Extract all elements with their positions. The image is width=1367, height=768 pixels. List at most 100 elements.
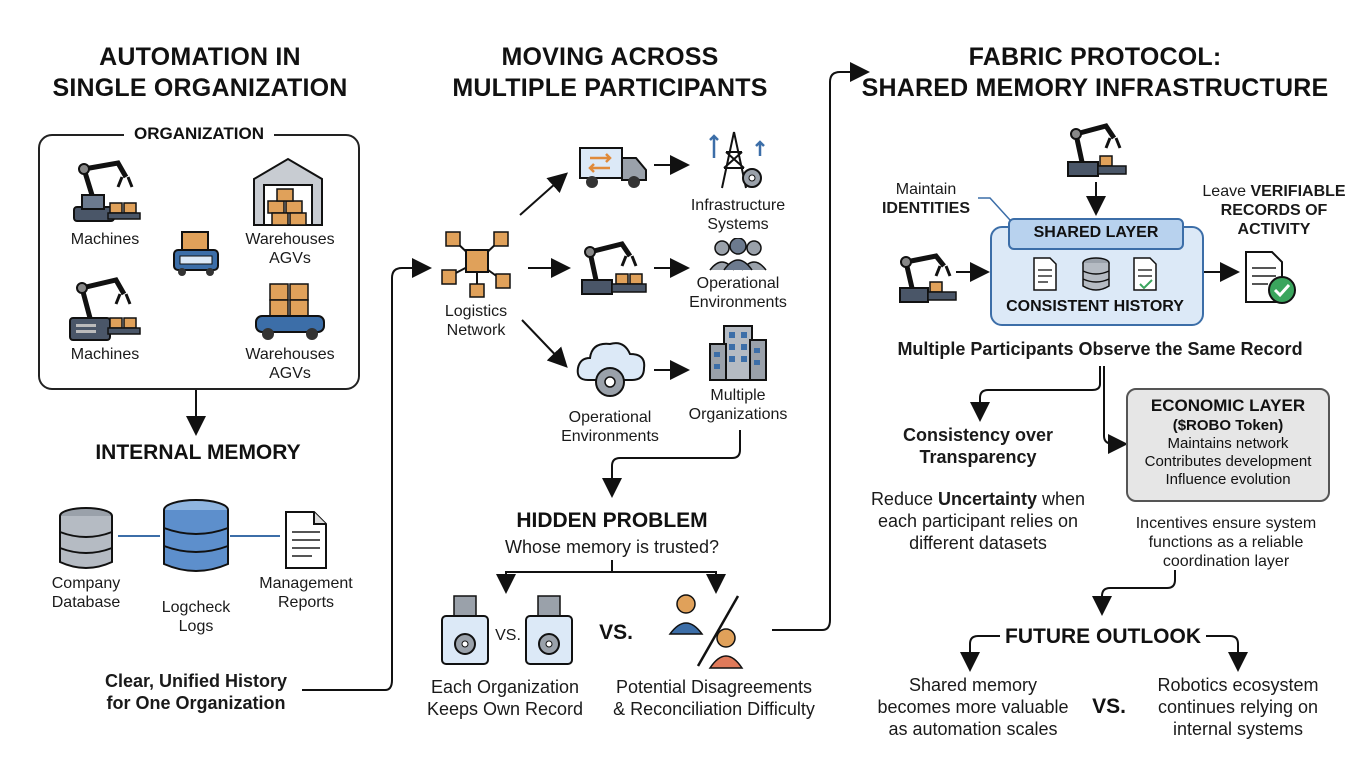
- cloud-gear-icon: [576, 342, 646, 397]
- econ-token: ($ROBO Token): [1172, 417, 1284, 434]
- col3-title-line2: SHARED MEMORY INFRASTRUCTURE: [861, 74, 1329, 102]
- logcheck-logs-label: Logcheck Logs: [146, 598, 246, 636]
- col3-title-line1: FABRIC PROTOCOL:: [968, 43, 1222, 71]
- company-db-line1: Company: [51, 575, 121, 592]
- openv-b-line1: Operational: [568, 409, 652, 426]
- col2-title-line1: MOVING ACROSS: [501, 43, 719, 71]
- openv-a-line2: Environments: [689, 294, 787, 311]
- consistency-line1: Consistency over: [902, 425, 1054, 445]
- warehouse-icon: [253, 157, 323, 226]
- consistency-heading: Consistency over Transparency: [880, 424, 1076, 468]
- logistics-network-label: Logistics Network: [430, 302, 522, 340]
- unified-history-line2: for One Organization: [106, 693, 286, 713]
- shared-records-icons: [1033, 257, 1157, 291]
- shared-memory-outcome: Shared memory becomes more valuable as a…: [866, 674, 1080, 740]
- operational-env-label-a: Operational Environments: [676, 274, 800, 312]
- infra-line2: Systems: [707, 216, 769, 233]
- org-record-icon-a: [441, 595, 489, 665]
- reduce-line1: Reduce Uncertainty when: [864, 488, 1092, 510]
- logistics-line1: Logistics: [444, 303, 508, 320]
- unified-history-line1: Clear, Unified History: [104, 671, 288, 691]
- unified-history-text: Clear, Unified History for One Organizat…: [90, 670, 302, 714]
- multiorg-line1: Multiple: [710, 387, 766, 404]
- company-db-line2: Database: [51, 594, 121, 611]
- management-reports-label: Management Reports: [250, 574, 362, 612]
- org-record-icon-b: [525, 595, 573, 665]
- infrastructure-systems-label: Infrastructure Systems: [676, 196, 800, 234]
- robot-arm-icon-4: [1067, 123, 1127, 177]
- logistics-network-icon: [441, 231, 511, 298]
- disagreements-text: Potential Disagreements & Reconciliation…: [604, 676, 824, 720]
- col2-title: MOVING ACROSS MULTIPLE PARTICIPANTS: [440, 42, 780, 104]
- robotics-line2: continues relying on: [1157, 697, 1319, 717]
- company-database-label: Company Database: [36, 574, 136, 612]
- warehouses-bottom-line1: Warehouses: [245, 346, 335, 363]
- multiorg-line2: Organizations: [688, 406, 788, 423]
- openv-b-line2: Environments: [561, 428, 659, 445]
- leave-prefix: Leave: [1202, 183, 1251, 200]
- col3-title: FABRIC PROTOCOL: SHARED MEMORY INFRASTRU…: [860, 42, 1330, 104]
- consistency-line2: Transparency: [919, 447, 1037, 467]
- econ-item-1: Maintains network: [1167, 435, 1289, 452]
- incentives-line1: Incentives ensure system: [1135, 515, 1317, 532]
- disagreement-people-icon: [668, 594, 744, 669]
- robot-arm-icon-5: [899, 253, 957, 303]
- each-org-line2: Keeps Own Record: [426, 699, 584, 719]
- reduce-line2: each participant relies on: [877, 511, 1079, 531]
- warehouses-bottom-label: Warehouses AGVs: [232, 345, 348, 383]
- internal-memory-heading: INTERNAL MEMORY: [95, 441, 301, 464]
- reduce-uncertainty-word: Uncertainty: [937, 489, 1038, 509]
- document-icon: [1033, 257, 1057, 291]
- people-group-icon: [709, 238, 767, 271]
- robot-arm-icon-3: [581, 241, 647, 295]
- infrastructure-tower-icon: [709, 131, 765, 189]
- logcheck-line1: Logcheck: [161, 599, 231, 616]
- leave-line3: ACTIVITY: [1237, 221, 1311, 238]
- robot-arm-icon: [73, 160, 141, 222]
- agv-robot-icon: [173, 231, 219, 276]
- hidden-problem-heading: HIDDEN PROBLEM: [516, 509, 708, 532]
- logcheck-database-icon: [163, 499, 229, 572]
- agv-cart-icon: [255, 283, 325, 340]
- mgmt-line1: Management: [259, 575, 353, 592]
- shared-mem-line3: as automation scales: [888, 719, 1058, 739]
- disagree-line1: Potential Disagreements: [615, 677, 813, 697]
- warehouses-top-label: Warehouses AGVs: [232, 230, 348, 268]
- vs-big-text: VS.: [599, 621, 633, 644]
- maintain-line1: Maintain: [895, 181, 957, 198]
- shared-mem-line1: Shared memory: [908, 675, 1038, 695]
- shared-mem-line2: becomes more valuable: [877, 697, 1069, 717]
- future-outlook-heading: FUTURE OUTLOOK: [1005, 625, 1201, 648]
- office-buildings-icon: [709, 325, 767, 381]
- incentives-line2: functions as a reliable: [1148, 534, 1304, 551]
- database-icon: [59, 507, 113, 569]
- consistent-history-label: CONSISTENT HISTORY: [1006, 298, 1184, 315]
- robot-arm-icon-2: [69, 277, 141, 341]
- col1-title-line2: SINGLE ORGANIZATION: [52, 74, 348, 102]
- reduce-line3: different datasets: [909, 533, 1047, 553]
- vs-small-text: VS.: [495, 627, 521, 644]
- logistics-line2: Network: [446, 322, 506, 339]
- reduce-prefix: Reduce: [870, 489, 938, 509]
- econ-item-3: Influence evolution: [1165, 471, 1291, 488]
- machines-top-label: Machines: [70, 231, 140, 248]
- disagree-line2: & Reconciliation Difficulty: [613, 699, 815, 719]
- report-document-icon: [285, 511, 327, 569]
- maintain-line2: IDENTITIES: [881, 200, 970, 217]
- robotics-ecosystem-outcome: Robotics ecosystem continues relying on …: [1140, 674, 1336, 740]
- econ-title: ECONOMIC LAYER: [1150, 396, 1306, 415]
- col1-title: AUTOMATION IN SINGLE ORGANIZATION: [40, 42, 360, 104]
- each-org-line1: Each Organization: [430, 677, 580, 697]
- incentives-line3: coordination layer: [1162, 553, 1290, 570]
- verified-document-icon: [1245, 251, 1296, 304]
- leave-line1: Leave VERIFIABLE: [1186, 182, 1362, 201]
- economic-layer-box: [1126, 388, 1330, 502]
- future-vs-text: VS.: [1092, 695, 1126, 718]
- maintain-identities-text: Maintain IDENTITIES: [876, 180, 976, 218]
- organization-label: ORGANIZATION: [124, 124, 275, 144]
- warehouses-top-line2: AGVs: [269, 250, 311, 267]
- incentives-text: Incentives ensure system functions as a …: [1118, 514, 1334, 571]
- machines-bottom-label: Machines: [70, 346, 140, 363]
- economic-layer-content: ECONOMIC LAYER ($ROBO Token) Maintains n…: [1126, 396, 1330, 489]
